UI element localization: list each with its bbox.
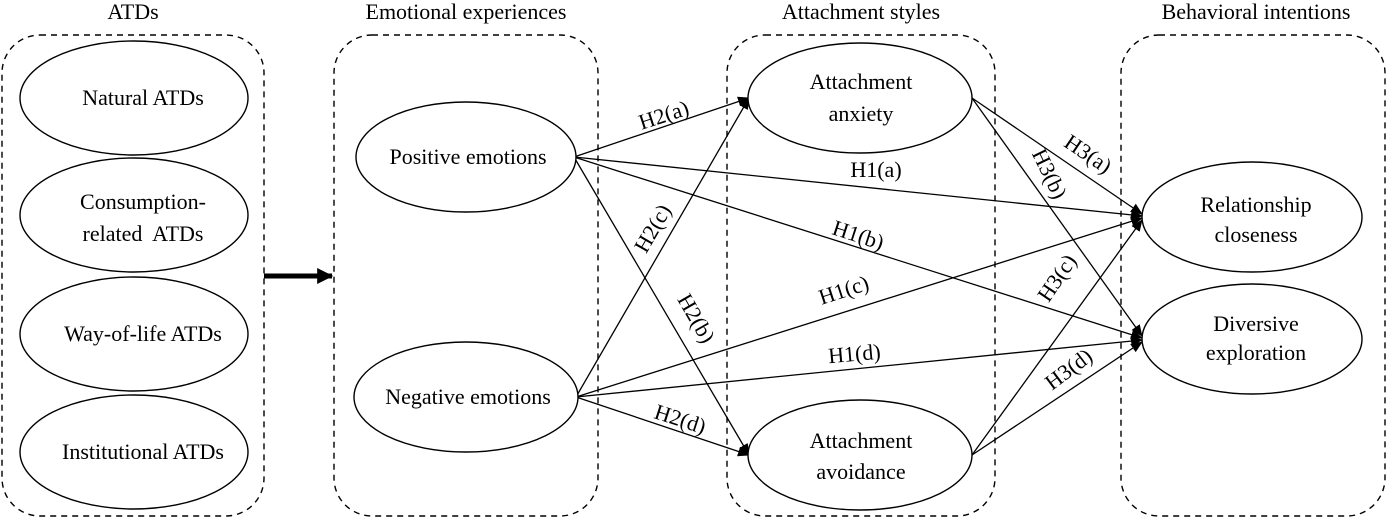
node-diversive-exploration-line1: Diversive — [1213, 311, 1299, 336]
edge-h1c — [575, 216, 1143, 398]
edge-h1b — [573, 156, 1143, 340]
header-attachment-styles: Attachment styles — [782, 0, 940, 24]
header-emotional-experiences: Emotional experiences — [366, 0, 567, 24]
node-attachment-avoidance-line2: avoidance — [816, 459, 905, 484]
node-negative-emotions — [353, 341, 579, 453]
edge-h2a — [573, 96, 750, 158]
node-diversive-exploration — [1141, 283, 1363, 395]
label-h2b: H2(b) — [673, 289, 721, 347]
header-behavioral-intentions: Behavioral intentions — [1162, 0, 1351, 24]
header-atds: ATDs — [107, 0, 158, 24]
node-attachment-anxiety-line2: anxiety — [829, 101, 894, 126]
node-consumption-label-line2: related ATDs — [83, 221, 204, 246]
edge-h3d — [971, 341, 1143, 456]
node-positive-emotions-label: Positive emotions — [389, 144, 546, 169]
node-institutional-label: Institutional ATDs — [62, 439, 224, 464]
edge-h2c — [575, 97, 750, 398]
label-h2a: H2(a) — [635, 95, 692, 135]
label-h3c: H3(c) — [1032, 250, 1081, 307]
edge-h2d — [575, 396, 750, 457]
group-atds — [1, 34, 265, 517]
node-relationship-closeness-line2: closeness — [1214, 222, 1297, 247]
node-attachment-avoidance-line1: Attachment — [810, 428, 913, 453]
label-h2d: H2(d) — [651, 399, 709, 439]
label-h1b: H1(b) — [829, 215, 887, 255]
group-attachment-styles — [726, 34, 996, 517]
label-h3a: H3(a) — [1060, 129, 1117, 178]
node-consumption-label-line1: Consumption- — [80, 189, 206, 214]
node-institutional-atds — [19, 394, 249, 510]
group-behavioral-intentions — [1120, 34, 1386, 517]
label-h3d: H3(d) — [1040, 343, 1097, 395]
edge-h2b — [573, 156, 750, 456]
node-attachment-anxiety-line1: Attachment — [810, 69, 913, 94]
edge-h3c — [971, 219, 1143, 456]
node-natural-atds — [19, 40, 249, 156]
node-relationship-closeness — [1141, 161, 1363, 273]
node-attachment-anxiety — [747, 42, 973, 154]
node-way-of-life-atds — [19, 276, 249, 392]
node-consumption-related-atds — [19, 157, 249, 273]
group-emotional-experiences — [333, 34, 599, 517]
label-h1a: H1(a) — [850, 157, 901, 182]
node-positive-emotions — [355, 101, 577, 213]
edge-h1a — [573, 156, 1143, 220]
node-attachment-avoidance — [747, 399, 973, 511]
node-relationship-closeness-line1: Relationship — [1200, 192, 1311, 217]
node-natural-atds-label: Natural ATDs — [82, 85, 204, 110]
edge-h3b — [971, 97, 1143, 337]
label-h2c: H2(c) — [629, 200, 676, 257]
node-diversive-exploration-line2: exploration — [1206, 340, 1306, 365]
edge-h3a — [971, 97, 1143, 215]
label-h1d: H1(d) — [827, 339, 882, 368]
node-negative-emotions-label: Negative emotions — [385, 384, 551, 409]
node-way-of-life-label: Way-of-life ATDs — [64, 321, 222, 346]
label-h1c: H1(c) — [815, 270, 872, 310]
